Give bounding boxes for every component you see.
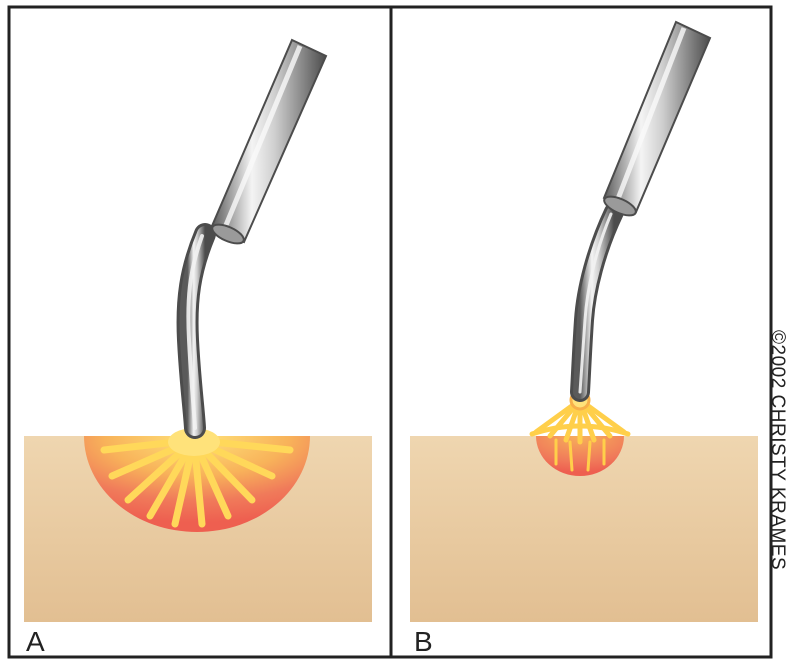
- instrument-a: [188, 40, 326, 428]
- instrument-b: [580, 22, 710, 392]
- panel-label-b: B: [414, 628, 433, 656]
- panel-a-illustration: [24, 40, 372, 622]
- copyright-credit: ©2002 CHRISTY KRAMES: [766, 330, 788, 570]
- panel-label-a: A: [26, 628, 45, 656]
- panel-b-illustration: [410, 22, 758, 622]
